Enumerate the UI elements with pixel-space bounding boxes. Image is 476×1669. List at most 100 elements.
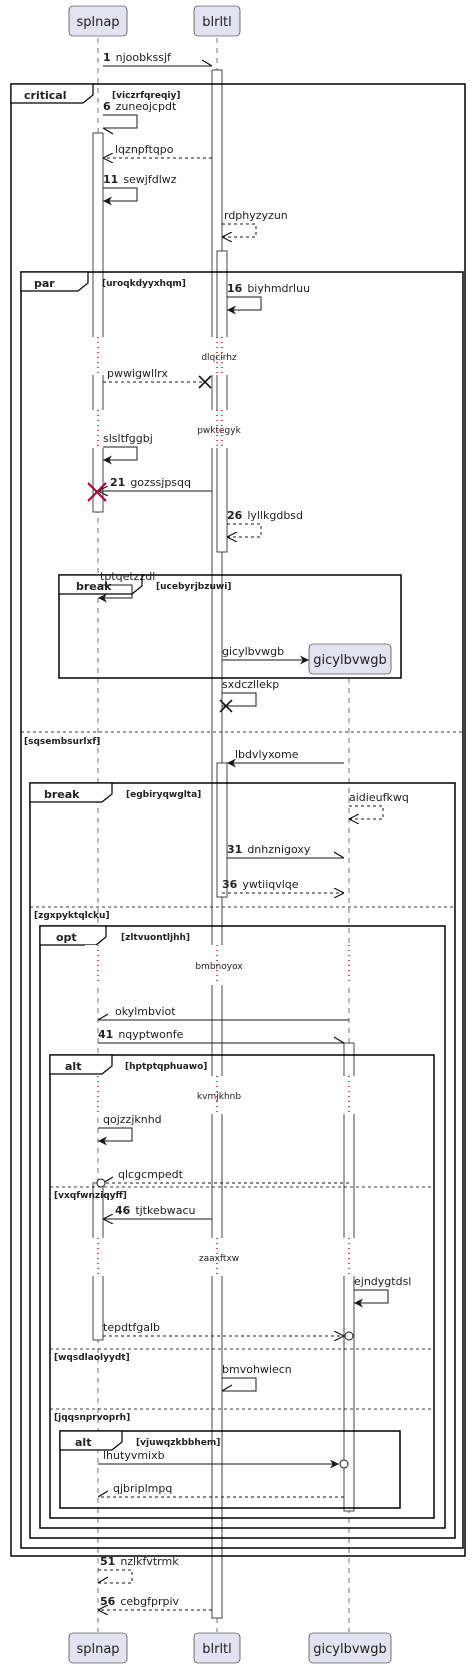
else-guard: [vxqfwnziqyff] [54, 1191, 127, 1201]
message-rdphyzyzun: rdphyzyzun [222, 209, 288, 237]
frame-keyword: opt [56, 931, 77, 944]
message-label: qjbriplmpq [113, 1482, 172, 1495]
frame-alt-2: alt [vjuwqzkbbhem] [59, 1430, 401, 1509]
message-pwwigwllrx: pwwigwllrx [103, 367, 212, 389]
participant-label: blrltl [202, 15, 232, 30]
lost-found-circle-icon [96, 1178, 106, 1188]
frame-keyword: break [44, 788, 80, 801]
message-lhutyvmixb: lhutyvmixb [98, 1449, 349, 1469]
lost-found-circle-icon [339, 1459, 349, 1469]
message-tepdtfgalb: tepdtfgalb [103, 1321, 354, 1341]
message-label: rdphyzyzun [224, 209, 288, 222]
message-qlcgcmpedt: qlcgcmpedt [96, 1168, 349, 1188]
frame-guard: [vjuwqzkbbhem] [136, 1438, 220, 1448]
else-guard: [jqqsnprvoprh] [54, 1413, 130, 1423]
frame-keyword: alt [75, 1436, 91, 1449]
message-label: pwwigwllrx [107, 367, 168, 380]
message-arrow [222, 692, 257, 707]
delay-label: dlqcirhz [201, 353, 237, 363]
message-arrow [98, 1569, 133, 1583]
message-arrow [227, 296, 262, 315]
message-bmvohwiecn: bmvohwiecn [222, 1363, 292, 1391]
message-arrow [98, 584, 133, 603]
frame-keyword: critical [24, 89, 66, 102]
frame-guard: [egbiryqwglta] [126, 790, 201, 800]
participant-blrltl-top[interactable]: blrltl [193, 5, 241, 37]
frame-par: par [uroqkdyyxhqm] [sqsembsurlxf] [20, 271, 464, 1549]
message-label: bmvohwiecn [222, 1363, 292, 1376]
message-label: lhutyvmixb [103, 1449, 165, 1462]
delay-label: pwktegyk [197, 426, 241, 436]
message-lqznpftqpo: lqznpftqpo [103, 143, 212, 158]
delay-kvmjkhnb: kvmjkhnb [85, 1076, 365, 1114]
message-arrow [222, 223, 257, 237]
participant-gicylbvwgb-created[interactable]: gicylbvwgb [308, 643, 392, 675]
delay-zaaxftxw: zaaxftxw [85, 1238, 365, 1276]
else-guard: [wqsdlaolyydt] [54, 1353, 130, 1363]
delay-bmbnoyox: bmbnoyox [85, 945, 365, 985]
delay-label: zaaxftxw [199, 1254, 239, 1264]
message-arrow [354, 1289, 389, 1308]
participant-blrltl-bottom[interactable]: blrltl [193, 1632, 241, 1664]
activation-bar [216, 250, 228, 553]
message-arrow [222, 1377, 257, 1391]
message-okylmbviot: okylmbviot [98, 1005, 349, 1020]
frame-keyword: break [76, 580, 112, 593]
else-guard: [zgxpyktqlcku] [34, 911, 110, 921]
else-guard: [sqsembsurlxf] [24, 737, 100, 747]
message-ejndygtdsl: ejndygtdsl [354, 1275, 411, 1308]
frame-guard: [viczrfqreqiy] [112, 91, 180, 101]
message-label: slsltfggbj [103, 432, 153, 445]
message-sxdczllekp: sxdczllekp [219, 678, 279, 713]
frame-keyword: alt [65, 1060, 81, 1073]
destroy-x-icon [219, 699, 233, 713]
message-label: gicylbvwgb [222, 645, 284, 658]
destroy-x-icon [87, 482, 107, 502]
participant-splnap-bottom[interactable]: splnap [68, 1632, 128, 1664]
frame-guard: [ucebyrjbzuwi] [156, 582, 231, 592]
message-arrow [103, 114, 138, 128]
participant-splnap-top[interactable]: splnap [68, 5, 128, 37]
delay-pwktegyk: pwktegyk [85, 410, 365, 448]
participant-label: blrltl [202, 1642, 232, 1657]
frame-guard: [uroqkdyyxhqm] [102, 279, 186, 289]
message-label: qojzzjknhd [103, 1113, 162, 1126]
message-qojzzjknhd: qojzzjknhd [98, 1113, 162, 1146]
participant-label: gicylbvwgb [313, 1642, 386, 1657]
participant-label: gicylbvwgb [313, 653, 386, 668]
message-label: okylmbviot [115, 1005, 176, 1018]
message-label: aidieufkwq [349, 791, 409, 804]
message-label: tepdtfgalb [103, 1321, 160, 1334]
message-label: qlcgcmpedt [118, 1168, 184, 1181]
frame-critical: critical [viczrfqreqiy] [10, 83, 466, 1557]
lost-found-circle-icon [344, 1331, 354, 1341]
message-label: lbdvlyxome [235, 748, 299, 761]
message-lbdvlyxome: lbdvlyxome [227, 748, 344, 768]
message-label: sxdczllekp [222, 678, 279, 691]
participant-gicylbvwgb-bottom[interactable]: gicylbvwgb [308, 1632, 392, 1664]
frame-break-2: break [egbiryqwglta] [zgxpyktqlcku] [29, 782, 456, 1539]
frame-keyword: par [34, 277, 55, 290]
